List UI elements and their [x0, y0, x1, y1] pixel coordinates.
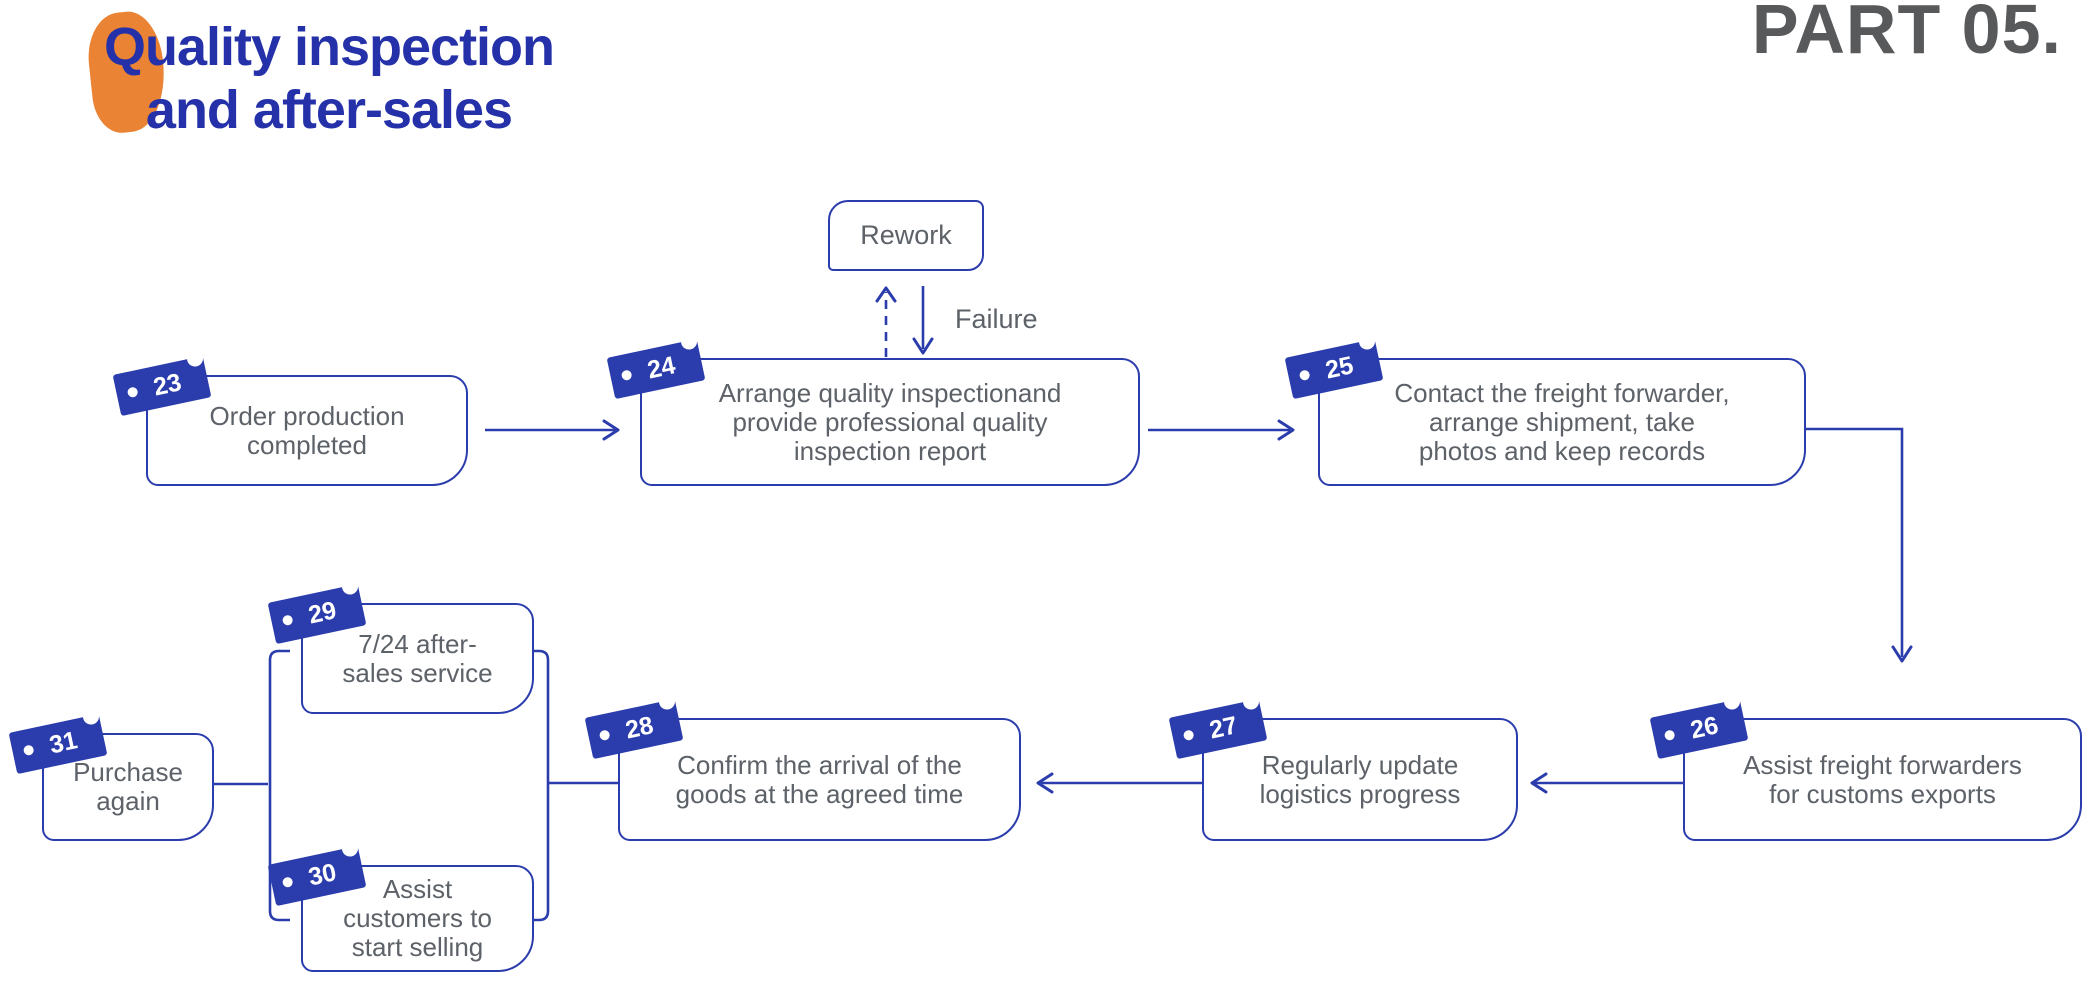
- step-number: 29: [305, 595, 339, 629]
- flow-node-confirm-arrival: 28 Confirm the arrival of the goods at t…: [584, 692, 1021, 841]
- arrowhead-left-icon: [1530, 772, 1548, 794]
- branch-bracket-left: [268, 649, 290, 922]
- step-number: 31: [46, 725, 80, 759]
- flow-node-contact-freight-forwarder: 25 Contact the freight forwarder, arrang…: [1284, 332, 1806, 486]
- part-number-label: PART 05.: [1751, 0, 2062, 68]
- failure-label: Failure: [955, 304, 1038, 334]
- arrowhead-down-icon: [912, 337, 934, 355]
- node-label: Purchase again: [44, 758, 212, 816]
- branch-bracket-right: [528, 649, 550, 922]
- node-label-line: Purchase: [73, 757, 183, 787]
- arrowhead-left-icon: [1036, 772, 1054, 794]
- step-number: 25: [1322, 350, 1356, 384]
- arrow-25-to-26: [1802, 427, 1904, 657]
- node-label-line: logistics progress: [1259, 778, 1461, 809]
- node-label: Arrange quality inspectionand provide pr…: [642, 377, 1138, 466]
- node-label-line: Arrange quality inspectionand: [718, 377, 1062, 408]
- step-number: 23: [150, 367, 184, 401]
- slide-title-line2: and after-sales: [145, 80, 513, 140]
- node-label-line: goods at the agreed time: [675, 778, 964, 809]
- node-label-line: sales service: [342, 657, 493, 688]
- node-label-line: Confirm the arrival of the: [677, 749, 962, 780]
- step-number: 26: [1687, 710, 1721, 744]
- flow-node-purchase-again: 31 Purchase again: [8, 707, 214, 841]
- node-label: 7/24 after- sales service: [303, 628, 532, 688]
- step-number: 24: [644, 350, 678, 384]
- slide-title-line1: Quality inspection: [103, 17, 555, 77]
- node-label: Order production completed: [148, 400, 466, 460]
- flow-node-assist-customs-exports: 26 Assist freight forwarders for customs…: [1649, 692, 2082, 841]
- node-label-line: start selling: [351, 932, 484, 962]
- slide-title: Quality inspection and after-sales: [86, 16, 572, 142]
- node-label-line: photos and keep records: [1418, 435, 1706, 466]
- arrowhead-right-icon: [1277, 419, 1295, 441]
- step-number: 27: [1206, 710, 1240, 744]
- node-label: Regularly update logistics progress: [1204, 749, 1516, 809]
- arrowhead-down-icon: [1891, 645, 1913, 663]
- flow-node-arrange-quality-inspection: 24 Arrange quality inspectionand provide…: [606, 332, 1140, 486]
- node-label-line: provide professional quality: [732, 406, 1048, 437]
- flow-node-assist-customers-selling: 30 Assist customers to start selling: [267, 839, 534, 972]
- node-label-line: Order production: [209, 400, 405, 431]
- node-label-line: inspection report: [793, 435, 987, 466]
- node-label-line: 7/24 after-: [358, 628, 477, 659]
- node-label-line: Assist: [382, 874, 453, 904]
- node-label-line: Contact the freight forwarder,: [1394, 377, 1730, 408]
- node-label-line: customers to: [343, 903, 492, 933]
- flow-node-after-sales-service: 29 7/24 after- sales service: [267, 577, 534, 714]
- node-label: Confirm the arrival of the goods at the …: [620, 749, 1019, 809]
- step-number: 28: [622, 710, 656, 744]
- node-label: Assist freight forwarders for customs ex…: [1685, 749, 2080, 809]
- node-label-line: again: [96, 786, 160, 816]
- node-label-line: Assist freight forwarders: [1743, 749, 2022, 780]
- arrowhead-right-icon: [602, 419, 620, 441]
- node-label: Contact the freight forwarder, arrange s…: [1320, 377, 1804, 466]
- rework-node: Rework: [828, 200, 984, 271]
- node-label-line: for customs exports: [1769, 778, 1996, 809]
- flow-node-order-production-completed: 23 Order production completed: [112, 349, 468, 486]
- node-label: Assist customers to start selling: [303, 875, 532, 962]
- step-number: 30: [305, 857, 339, 891]
- node-label-line: Regularly update: [1261, 749, 1459, 780]
- node-label-line: completed: [247, 429, 367, 460]
- arrowhead-up-icon: [875, 286, 897, 303]
- rework-label: Rework: [860, 220, 952, 250]
- flow-node-update-logistics-progress: 27 Regularly update logistics progress: [1168, 692, 1518, 841]
- node-label-line: arrange shipment, take: [1429, 406, 1695, 437]
